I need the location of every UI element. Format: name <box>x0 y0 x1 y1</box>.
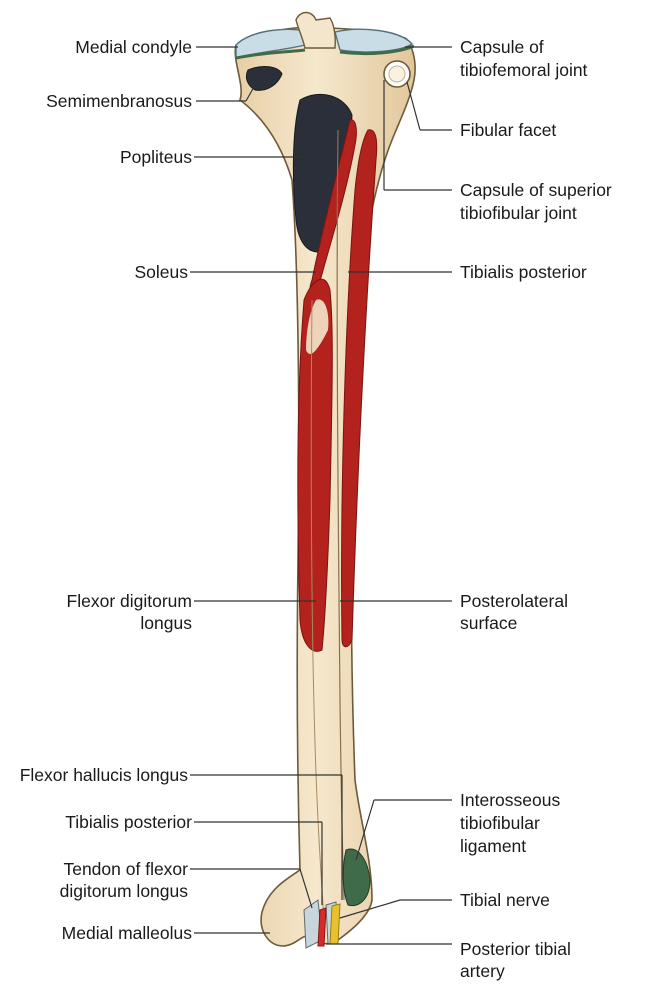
label-posterior-tibial-artery-line2: artery <box>460 960 505 982</box>
label-tendon-fdl-line2: digitorum longus <box>60 880 188 902</box>
label-capsule-tibiofemoral-line1: Capsule of <box>460 36 544 58</box>
label-flexor-digitorum-longus-line1: Flexor digitorum <box>67 590 192 612</box>
label-flexor-hallucis-longus: Flexor hallucis longus <box>20 764 188 786</box>
label-interosseous-line1: Interosseous <box>460 789 560 811</box>
label-posterolateral-line1: Posterolateral <box>460 590 568 612</box>
label-tibial-nerve: Tibial nerve <box>460 889 550 911</box>
label-tibialis-posterior-upper: Tibialis posterior <box>460 261 587 283</box>
lateral-condyle-cartilage <box>335 29 412 52</box>
label-capsule-superior-line1: Capsule of superior <box>460 179 612 201</box>
label-popliteus: Popliteus <box>120 146 192 168</box>
label-tibialis-posterior-lower: Tibialis posterior <box>65 811 192 833</box>
label-soleus: Soleus <box>134 261 188 283</box>
tibial-nerve-mark <box>330 904 340 944</box>
label-medial-malleolus: Medial malleolus <box>62 922 192 944</box>
label-posterolateral-line2: surface <box>460 612 517 634</box>
label-semimembranosus: Semimenbranosus <box>46 90 192 112</box>
label-flexor-digitorum-longus-line2: longus <box>140 612 192 634</box>
label-interosseous-line2: tibiofibular <box>460 812 540 834</box>
label-medial-condyle: Medial condyle <box>75 36 192 58</box>
label-capsule-superior-line2: tibiofibular joint <box>460 202 577 224</box>
label-posterior-tibial-artery-line1: Posterior tibial <box>460 938 571 960</box>
label-interosseous-line3: ligament <box>460 835 526 857</box>
label-capsule-tibiofemoral-line2: tibiofemoral joint <box>460 59 587 81</box>
label-tendon-fdl-line1: Tendon of flexor <box>63 858 188 880</box>
label-fibular-facet: Fibular facet <box>460 119 556 141</box>
